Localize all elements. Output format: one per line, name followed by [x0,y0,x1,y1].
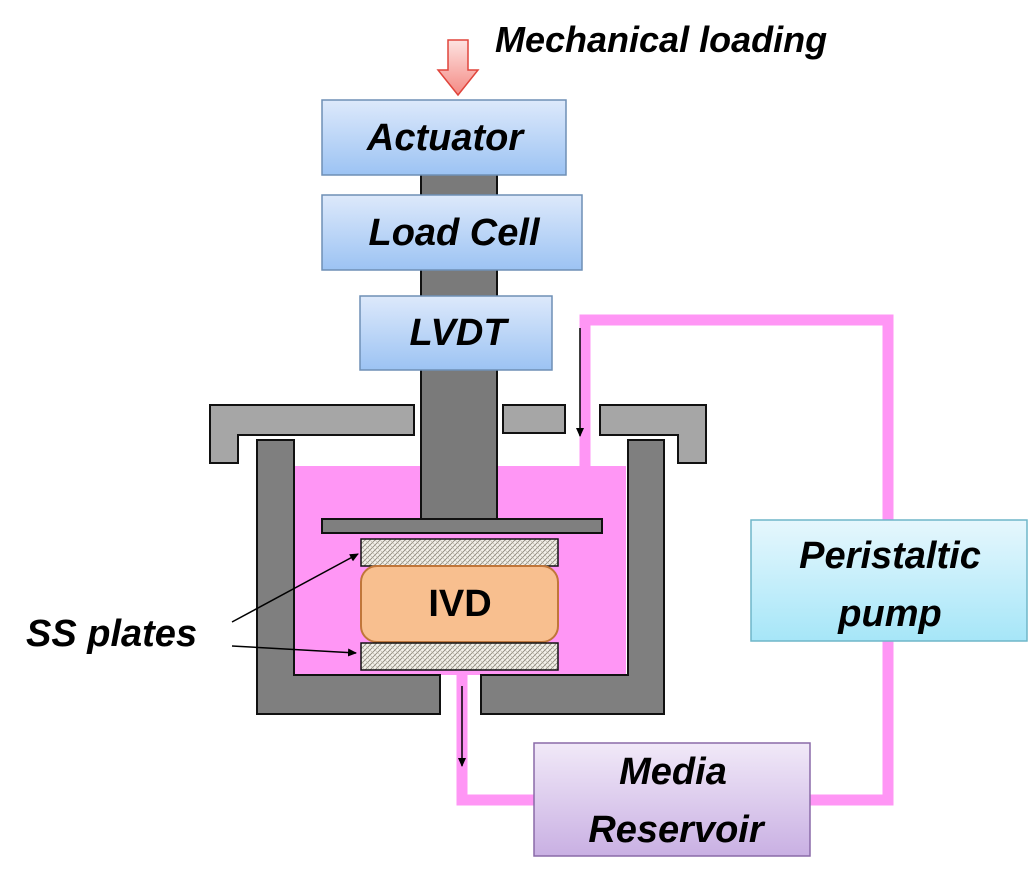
pump-label-line1: Peristaltic [799,535,981,577]
loading-platen [321,518,603,534]
chamber-lid-middle [502,404,566,434]
ss-plate-top [360,538,559,567]
ivd-label: IVD [428,583,491,625]
load-cell-label: Load Cell [368,212,540,254]
ss-plate-pointer-bottom [231,645,357,657]
ss-plates-label: SS plates [26,613,197,655]
load-cell-box [321,194,583,271]
pump-label-line2: pump [837,593,941,635]
chamber-lid-left [209,404,415,464]
lvdt-box [359,295,553,371]
ss-plate-bottom [360,642,559,671]
ivd-sample [360,565,559,643]
actuator-label: Actuator [366,117,525,159]
ss-plate-pointer-top [231,553,359,623]
chamber-lid-right [599,404,707,464]
chamber-wall-right [480,439,665,715]
chamber-wall-left [256,439,441,715]
title-mechanical-loading: Mechanical loading [495,19,827,60]
loading-arrow-icon [436,39,480,97]
reservoir-label-line1: Media [619,751,727,793]
media-reservoir-box [533,742,811,857]
peristaltic-pump-box [750,519,1028,642]
lvdt-label: LVDT [409,312,509,354]
reservoir-label-line2: Reservoir [588,809,766,851]
actuator-box [321,99,567,176]
